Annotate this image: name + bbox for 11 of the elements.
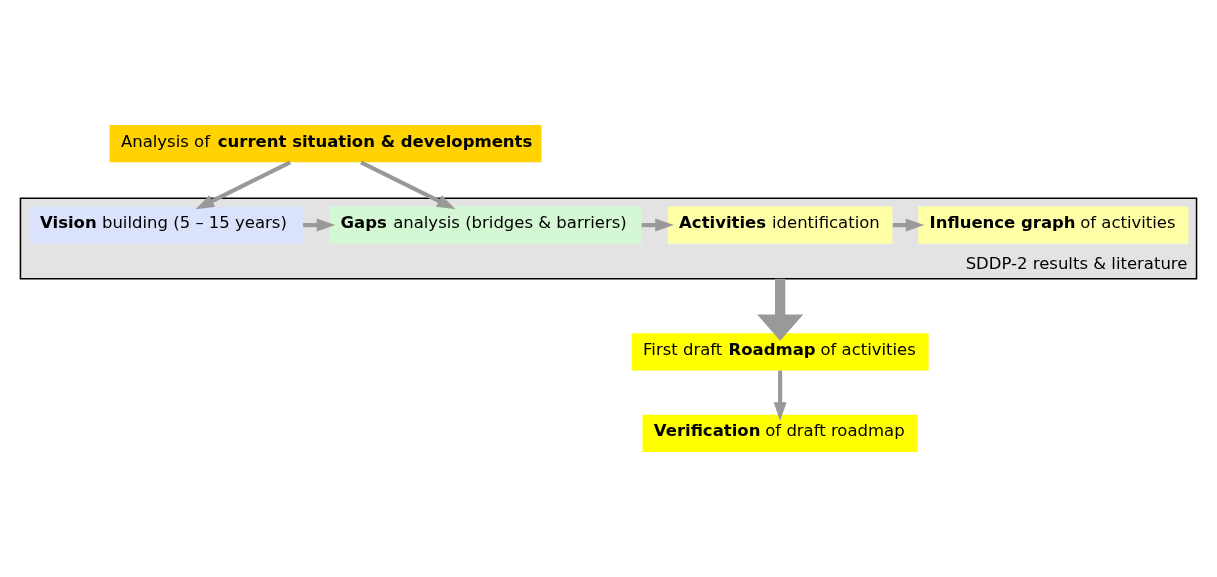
- arrow: [360, 160, 456, 210]
- node-box: Gaps analysis (bridges & barriers): [329, 206, 642, 244]
- node-box: Verification of draft roadmap: [642, 414, 918, 452]
- arrow: [195, 160, 291, 210]
- arrow: [757, 278, 804, 341]
- node-box: Vision building (5 – 15 years): [28, 206, 303, 244]
- arrow: [773, 370, 787, 421]
- node-box: Influence graph of activities: [918, 206, 1189, 244]
- node-box: Activities identification: [667, 206, 893, 244]
- node-box: First draft Roadmap of activities: [631, 333, 929, 371]
- node-box: Analysis of current situation & developments: [109, 125, 542, 163]
